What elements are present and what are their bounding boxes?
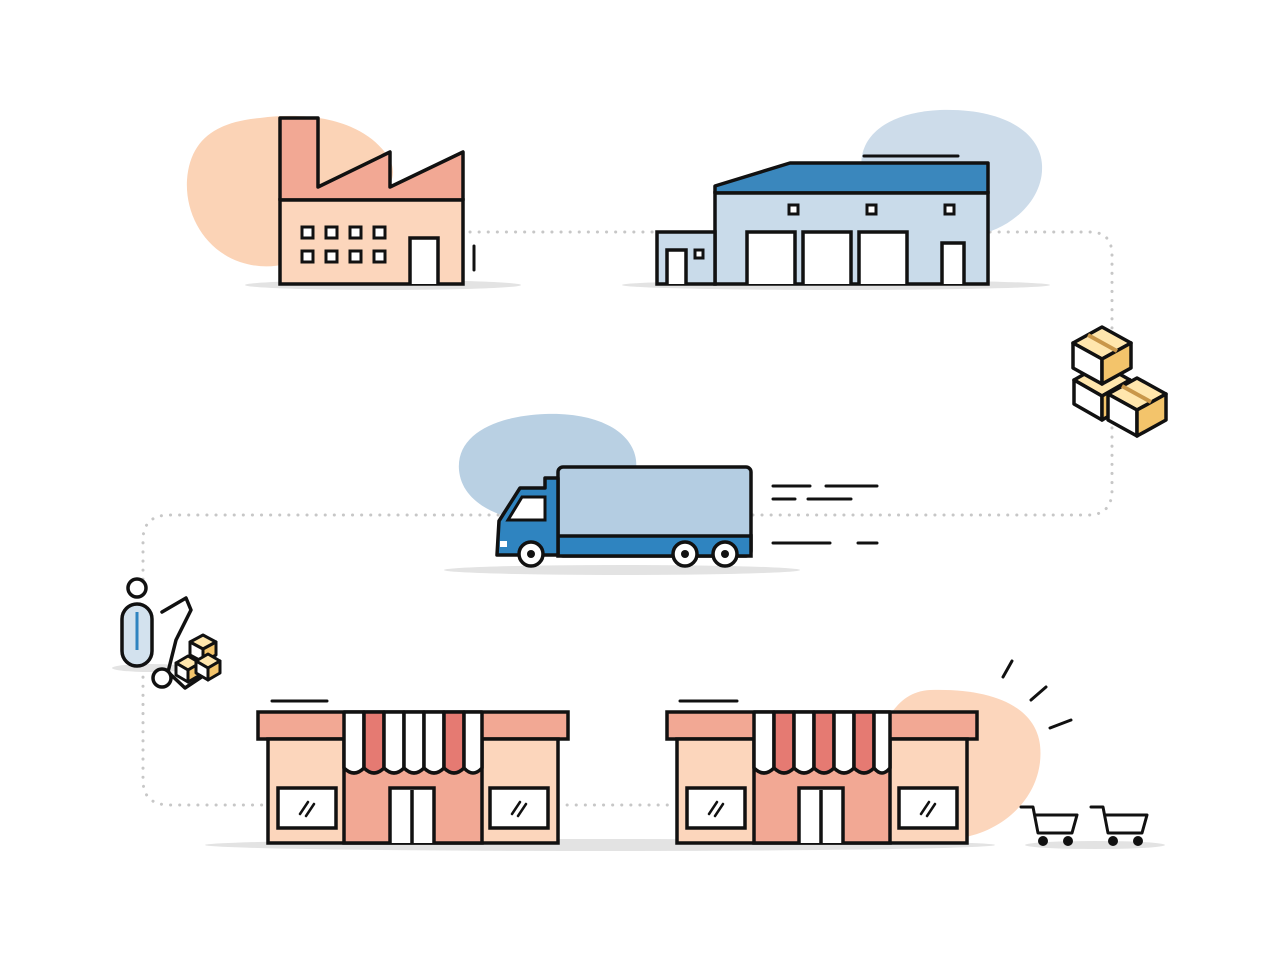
stacked-boxes-icon [1071, 325, 1168, 438]
factory-windows [300, 225, 387, 264]
warehouse-vents [693, 203, 956, 260]
store-awning [342, 710, 484, 775]
hand-truck-frame [160, 596, 220, 690]
hand-truck-wheel [151, 667, 173, 689]
sparkle-lines [1001, 659, 1073, 730]
truck-wheels [517, 540, 739, 568]
store-windows [276, 786, 550, 830]
store-door [388, 786, 436, 843]
truck-cab-window [505, 495, 547, 522]
box [1106, 376, 1168, 438]
factory-roof [278, 116, 465, 202]
factory-door [408, 236, 440, 284]
shopping-cart-icon [1019, 805, 1079, 846]
factory-icon [186, 115, 476, 286]
warehouse-icon [655, 109, 1043, 286]
retail-store-icon [256, 699, 570, 845]
warehouse-roof [713, 161, 990, 195]
warehouse-bay-doors [665, 230, 966, 284]
hand-truck-boxes [174, 633, 222, 684]
delivery-truck-icon [458, 413, 879, 568]
retail-store-icon [665, 659, 1073, 845]
worker-head [126, 577, 148, 599]
box [1071, 325, 1133, 386]
store-door [797, 786, 845, 843]
store-windows [685, 786, 959, 830]
supply-path [141, 230, 1114, 807]
worker-hand-truck-icon [112, 577, 222, 690]
shopping-cart-icon [1089, 805, 1149, 846]
store-awning [752, 710, 892, 775]
